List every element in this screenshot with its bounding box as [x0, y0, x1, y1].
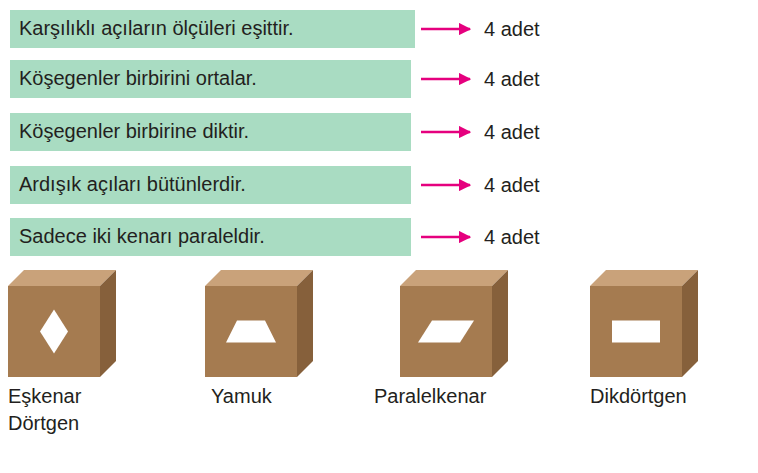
shape-window: [226, 321, 276, 343]
shape-box: Paralelkenar: [400, 270, 510, 410]
shape-box: Yamuk: [205, 270, 315, 410]
count-label: 4 adet: [484, 172, 540, 198]
shape-name: Paralelkenar: [374, 383, 510, 410]
box-side: [492, 270, 508, 377]
box-front: [8, 286, 100, 377]
property-text: Sadece iki kenarı paraleldir.: [19, 223, 402, 250]
box-illustration: [590, 270, 700, 379]
shape-box: Dikdörtgen: [590, 270, 700, 410]
shape-name: Yamuk: [211, 383, 315, 410]
box-side: [297, 270, 313, 377]
property-box: Köşegenler birbirini ortalar.: [10, 60, 411, 98]
box-top: [205, 270, 313, 286]
shape-box: Eşkenar Dörtgen: [8, 270, 118, 437]
box-illustration: [400, 270, 510, 379]
box-side: [100, 270, 116, 377]
box-front: [400, 286, 492, 377]
count-label: 4 adet: [484, 66, 540, 92]
pointer-arrow: [421, 78, 470, 81]
box-illustration: [8, 270, 118, 379]
property-box: Ardışık açıları bütünlerdir.: [10, 166, 411, 204]
count-label: 4 adet: [484, 16, 540, 42]
property-box: Köşegenler birbirine diktir.: [10, 113, 411, 151]
box-side: [682, 270, 698, 377]
shape-window: [612, 321, 660, 343]
box-top: [400, 270, 508, 286]
property-text: Köşegenler birbirine diktir.: [19, 118, 402, 145]
shape-window: [418, 321, 474, 343]
pointer-arrows: [421, 29, 470, 237]
box-top: [590, 270, 698, 286]
box-front: [590, 286, 682, 377]
shape-window: [40, 310, 68, 354]
box-illustration: [205, 270, 315, 379]
box-front: [205, 286, 297, 377]
shape-name: Eşkenar Dörtgen: [8, 383, 108, 437]
pointer-arrow: [421, 236, 470, 239]
pointer-arrow: [421, 28, 470, 31]
count-label: 4 adet: [484, 119, 540, 145]
pointer-arrow: [421, 184, 470, 187]
property-box: Karşılıklı açıların ölçüleri eşittir.: [10, 10, 415, 48]
pointer-arrow: [421, 131, 470, 134]
property-text: Ardışık açıları bütünlerdir.: [19, 171, 402, 198]
property-text: Köşegenler birbirini ortalar.: [19, 65, 402, 92]
count-label: 4 adet: [484, 224, 540, 250]
box-top: [8, 270, 116, 286]
property-box: Sadece iki kenarı paraleldir.: [10, 218, 411, 256]
shape-name: Dikdörtgen: [590, 383, 700, 410]
property-text: Karşılıklı açıların ölçüleri eşittir.: [19, 15, 406, 42]
